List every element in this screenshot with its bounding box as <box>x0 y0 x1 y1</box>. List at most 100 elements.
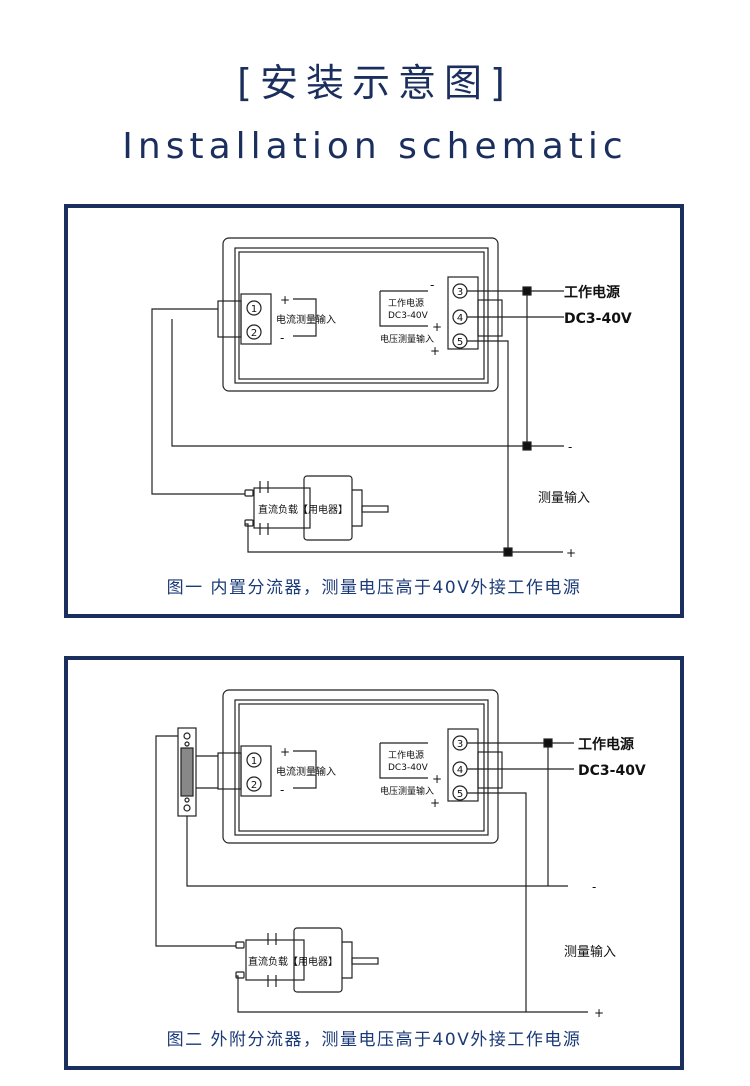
motor-flange <box>342 941 353 979</box>
measure-input-label: 测量输入 <box>564 944 616 960</box>
bus-minus-label: - <box>568 440 572 454</box>
junction-top <box>522 286 532 296</box>
dc-motor-load: 直流负载【用电器】 <box>244 475 389 541</box>
wire-minus-bus <box>171 319 564 447</box>
junction-plus <box>503 547 513 557</box>
wire-load-to-plus <box>245 523 563 553</box>
current-plug <box>217 752 242 790</box>
dc-range-small-label: DC3-40V <box>388 763 429 773</box>
terminal-2 <box>246 324 262 340</box>
diagram-1-svg: 1 2 + - 电流测量输入 3 4 5 - + + 工作电源 DC3-40V … <box>151 237 632 560</box>
diagram-2-caption: 图二 外附分流器，测量电压高于40V外接工作电源 <box>166 1030 582 1050</box>
diagram-panel-1: 1 2 + - 电流测量输入 3 4 5 - + + 工作电源 DC3-40V … <box>64 204 684 618</box>
title-chinese: [安装示意图] <box>237 61 513 105</box>
voltage-input-label: 电压测量输入 <box>380 785 434 797</box>
shunt-screw-1 <box>183 732 191 740</box>
wire-minus-bus <box>186 816 568 887</box>
meter-outer-frame <box>222 237 499 392</box>
work-power-small-label: 工作电源 <box>388 297 424 309</box>
current-minus: - <box>280 331 284 345</box>
dc-range-small-label: DC3-40V <box>388 311 429 321</box>
motor-body <box>303 475 353 541</box>
diagram-1-caption: 图一 内置分流器，测量电压高于40V外接工作电源 <box>166 578 582 598</box>
current-plug <box>217 300 242 338</box>
load-label: 直流负载【用电器】 <box>258 503 348 516</box>
terminal-2-label: 2 <box>251 328 257 339</box>
wire-current-to-load <box>151 308 245 495</box>
wire-voltage-input <box>467 340 509 552</box>
current-input-label: 电流测量输入 <box>276 313 336 326</box>
meter-inner-frame <box>234 247 489 384</box>
meter-inner-frame <box>234 699 489 836</box>
bus-minus-label: - <box>592 880 596 894</box>
wire-voltage-input <box>467 792 527 1012</box>
power-bracket <box>379 290 428 327</box>
motor-pins <box>267 933 277 987</box>
terminal-1 <box>246 752 262 768</box>
motor-shaft <box>351 957 379 965</box>
current-bracket <box>293 298 317 337</box>
terminal-1-label: 1 <box>251 304 257 315</box>
motor-pins <box>259 481 269 535</box>
voltage-input-label: 电压测量输入 <box>380 333 434 345</box>
motor-terminal-bottom <box>244 519 254 527</box>
shunt-sense-wires <box>196 755 218 789</box>
motor-flange <box>352 489 363 527</box>
terminal-5-label: 5 <box>457 337 463 348</box>
shunt-screw-4 <box>183 804 191 812</box>
work-power-small-label: 工作电源 <box>388 749 424 761</box>
external-shunt <box>177 727 197 817</box>
motor-body <box>293 927 343 993</box>
bus-plus-label: + <box>594 1006 604 1020</box>
dc-range-label: DC3-40V <box>578 763 646 779</box>
shunt-resistor <box>180 747 194 797</box>
shunt-screw-3 <box>184 797 190 803</box>
terminal-4-label: 4 <box>457 765 463 776</box>
work-power-label: 工作电源 <box>564 284 620 301</box>
wire-load-to-plus <box>236 975 588 1013</box>
dc-motor-load: 直流负载【用电器】 <box>235 927 379 993</box>
current-bracket <box>293 750 317 789</box>
terminal-4-label: 4 <box>457 313 463 324</box>
power-bracket <box>379 742 428 779</box>
power-plug <box>477 751 503 789</box>
current-terminal-block <box>240 745 272 797</box>
current-minus: - <box>280 783 284 797</box>
junction-top <box>543 738 553 748</box>
motor-end-cap <box>253 487 311 529</box>
motor-terminal-top <box>244 489 254 497</box>
motor-terminal-top <box>235 941 245 949</box>
load-label: 直流负载【用电器】 <box>248 955 338 968</box>
current-input-label: 电流测量输入 <box>276 765 336 778</box>
meter-inner-frame-2 <box>238 703 485 832</box>
meter-inner-frame-2 <box>238 251 485 380</box>
motor-shaft <box>361 505 389 513</box>
terminal-3-label: 3 <box>457 739 463 750</box>
diagram-panel-2: 1 2 + - 电流测量输入 3 4 5 + + 工作电源 DC3-40V 电压… <box>64 656 684 1070</box>
terminal-1-label: 1 <box>251 756 257 767</box>
terminal-2-label: 2 <box>251 780 257 791</box>
terminal-3-label: 3 <box>457 287 463 298</box>
junction-minus <box>522 441 532 451</box>
terminal-2 <box>246 776 262 792</box>
work-power-label: 工作电源 <box>578 736 634 753</box>
terminal-5-label: 5 <box>457 789 463 800</box>
current-plus: + <box>280 293 290 307</box>
motor-terminal-bottom <box>235 971 245 979</box>
power-plug <box>477 299 503 337</box>
meter-outer-frame <box>222 689 499 844</box>
voltage-plus: + <box>430 796 440 810</box>
terminal-1 <box>246 300 262 316</box>
power-plus: + <box>432 320 442 334</box>
title-english: Installation schematic <box>122 126 628 167</box>
dc-range-label: DC3-40V <box>564 311 632 327</box>
power-plus: + <box>432 772 442 786</box>
motor-end-cap <box>245 939 305 981</box>
voltage-plus: + <box>430 344 440 358</box>
measure-input-label: 测量输入 <box>538 490 590 506</box>
bus-plus-label: + <box>566 546 576 560</box>
current-plus: + <box>280 745 290 759</box>
diagram-2-svg: 1 2 + - 电流测量输入 3 4 5 + + 工作电源 DC3-40V 电压… <box>155 689 646 1020</box>
shunt-screw-2 <box>184 741 190 747</box>
current-terminal-block <box>240 293 272 345</box>
